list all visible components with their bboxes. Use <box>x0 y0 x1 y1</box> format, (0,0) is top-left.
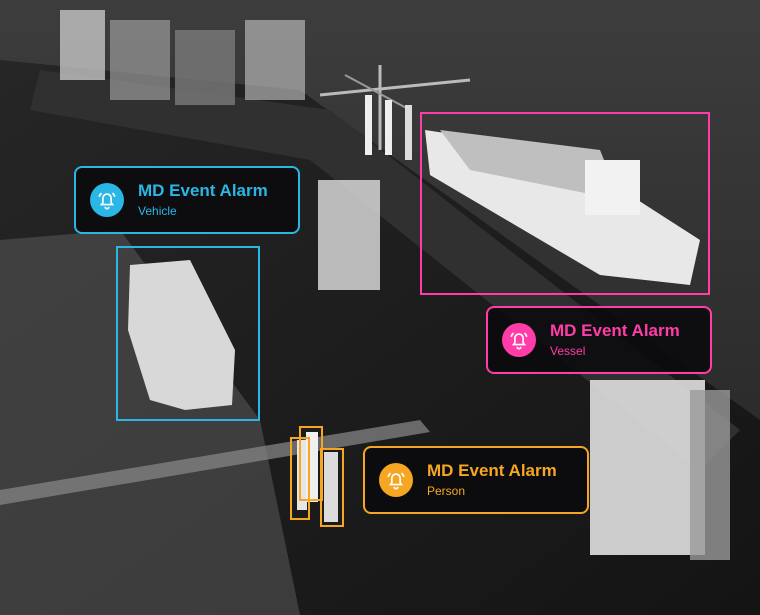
vehicle-alarm-card[interactable]: MD Event Alarm Vehicle <box>74 166 300 234</box>
alarm-label: Vehicle <box>138 204 177 218</box>
alarm-bell-icon <box>90 183 124 217</box>
alarm-title: MD Event Alarm <box>427 461 557 480</box>
alarm-bell-icon <box>502 323 536 357</box>
alarm-label: Vessel <box>550 344 586 358</box>
vessel-detection-box <box>420 112 710 295</box>
person-detection-box <box>299 426 323 501</box>
alarm-bell-icon <box>379 463 413 497</box>
person-detection-box <box>320 448 344 527</box>
person-alarm-card[interactable]: MD Event Alarm Person <box>363 446 589 514</box>
vehicle-detection-box <box>116 246 260 421</box>
alarm-title: MD Event Alarm <box>550 321 680 340</box>
alarm-title: MD Event Alarm <box>138 181 268 200</box>
vessel-alarm-card[interactable]: MD Event Alarm Vessel <box>486 306 712 374</box>
alarm-label: Person <box>427 484 466 498</box>
